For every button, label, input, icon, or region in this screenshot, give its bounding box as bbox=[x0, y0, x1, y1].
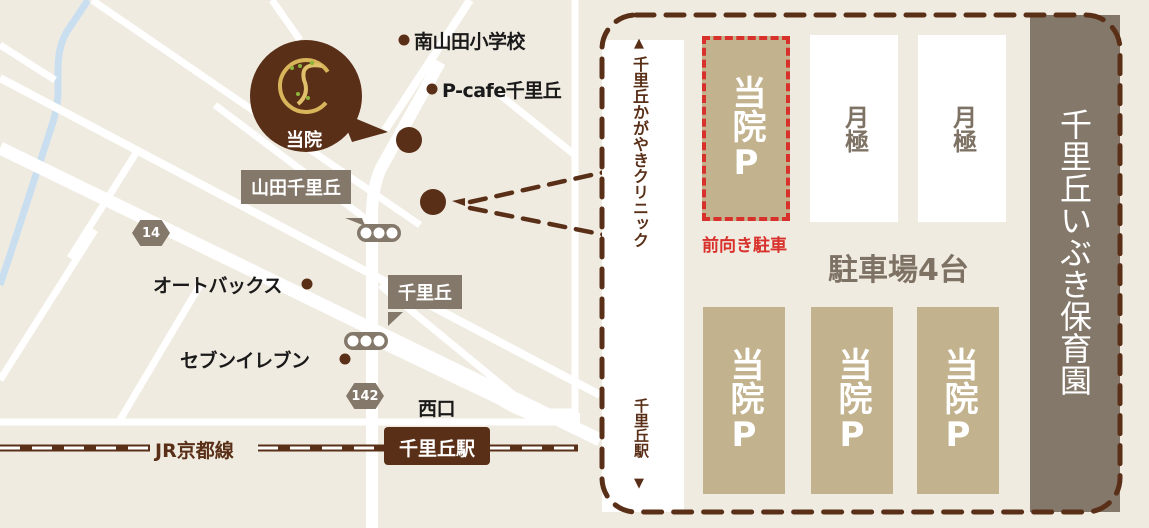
parking-spot-own[interactable]: 当院P bbox=[811, 307, 893, 494]
road-south-label: 千里丘駅 bbox=[632, 398, 650, 458]
poi-autobacs: オートバックス bbox=[153, 275, 282, 297]
parking-spot-own[interactable]: 当院P bbox=[703, 307, 785, 494]
parking-spot-monthly[interactable]: 月極 bbox=[918, 35, 1006, 222]
road-north-label: 千里丘かがやきクリニック bbox=[630, 56, 649, 248]
parking-spot-own[interactable]: 当院P bbox=[917, 307, 999, 494]
route-marker-14: 14 bbox=[132, 220, 170, 246]
traffic-signal-icon bbox=[344, 332, 388, 350]
parking-total-label: 駐車場4台 bbox=[828, 253, 969, 288]
neighbor-building-label: 千里丘いぶき保育園 bbox=[1055, 108, 1093, 396]
arrow-up-icon: ▲ bbox=[634, 36, 644, 51]
poi-seven-eleven: セブンイレブン bbox=[180, 350, 310, 372]
front-parking-note: 前向き駐車 bbox=[702, 236, 787, 256]
parking-spot-monthly[interactable]: 月極 bbox=[810, 35, 898, 222]
parking-spot-own-highlighted[interactable]: 当院P bbox=[702, 36, 790, 221]
building-dot-target bbox=[420, 189, 446, 215]
bus-stop-senriyama: 千里丘 bbox=[388, 275, 462, 309]
station-label: 千里丘駅 bbox=[398, 438, 475, 460]
poi-p-cafe: P-cafe千里丘 bbox=[442, 80, 562, 102]
building-dot-clinic bbox=[396, 127, 422, 153]
route-marker-142: 142 bbox=[346, 383, 384, 409]
bus-stop-yamada-senriyama: 山田千里丘 bbox=[241, 170, 351, 204]
traffic-signal-icon bbox=[357, 224, 401, 242]
ornate-s-logo-icon bbox=[278, 58, 334, 114]
poi-west-exit: 西口 bbox=[418, 398, 456, 420]
railway-line-label: JR京都線 bbox=[155, 440, 234, 462]
clinic-marker-label[interactable]: 当院 bbox=[286, 130, 322, 151]
arrow-down-icon: ▼ bbox=[634, 476, 644, 491]
river bbox=[0, 0, 91, 287]
poi-elementary-school: 南山田小学校 bbox=[414, 31, 526, 53]
